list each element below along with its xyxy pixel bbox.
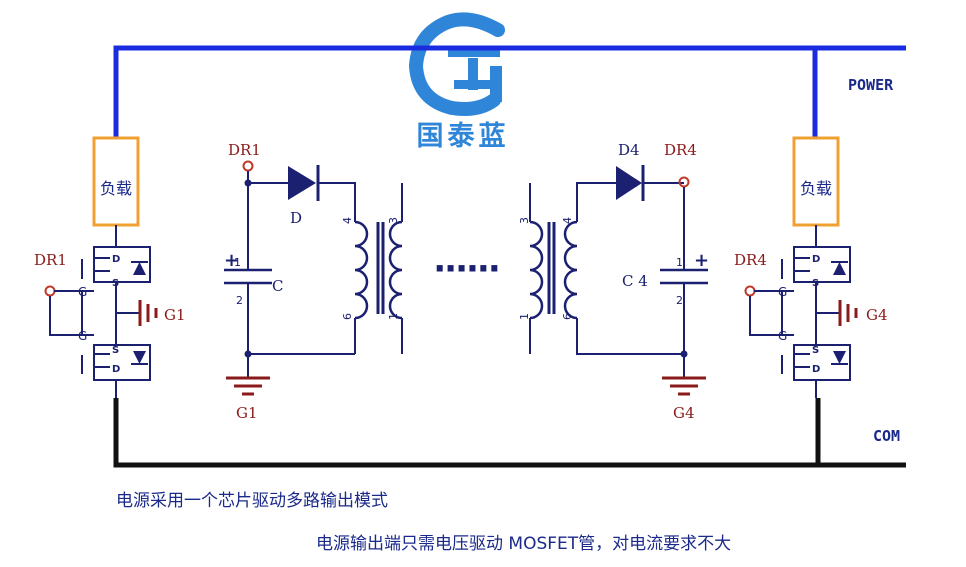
caption-line-2: 电源输出端只需电压驱动 MOSFET管，对电流要求不大 [316,534,732,554]
left-mosfet-input-terminal [44,285,56,297]
left-cap-pin-bottom: 2 [236,294,243,307]
right-driver-input-label: DR4 [664,141,697,159]
right-capacitor-label: C 4 [622,272,648,290]
right-cap-pin-bottom: 2 [676,294,683,307]
right-ground-icon [662,376,706,396]
left-cap-plus: + [224,250,239,271]
caption-line-1: 电源采用一个芯片驱动多路输出模式 [116,491,388,511]
power-label: POWER [848,76,894,94]
right-drain-label-upper: D [812,254,820,265]
left-drain-label-lower: D [112,364,120,375]
left-transformer-pin-1: 1 [387,313,400,320]
right-driver: 3 1 4 6 D4 DR4 1 + C 4 2 G4 [518,141,709,422]
left-body-diode-upper [133,262,146,275]
right-mosfet-input-terminal [744,285,756,297]
left-transformer-pin-6: 6 [341,313,354,320]
right-transformer-pin-4: 4 [561,217,574,224]
right-transformer-icon [529,183,578,354]
left-transformer-icon [354,183,403,354]
left-transformer-pin-3: 3 [387,217,400,224]
left-body-diode-lower [133,351,146,364]
right-mosfet-input-label: DR4 [734,251,767,269]
right-gate-label-lower: G [778,329,787,343]
left-source-label-lower: S [112,345,119,356]
right-transformer-pin-3: 3 [518,217,531,224]
right-mosfet-upper [793,246,851,283]
com-rail [113,398,906,468]
right-ground-node-icon [838,300,858,326]
left-ground-icon [226,376,270,396]
com-label: COM [873,427,900,445]
left-load-label: 负载 [100,179,132,198]
left-mosfet-upper [93,246,151,283]
channel-ellipsis: ······ [433,249,499,289]
right-load-switch: 负载 D S S D G4 DR4 G G [734,136,888,398]
right-mosfet-lower [793,344,851,381]
left-ground-node-icon [138,300,158,326]
left-diode-icon [288,166,316,200]
logo-emblem-icon [408,12,505,116]
logo-text: 国泰蓝 [417,121,510,152]
right-ground-node-label: G4 [866,306,888,324]
right-transformer-pin-1: 1 [518,313,531,320]
right-transformer-pin-6: 6 [561,313,574,320]
right-diode-label: D4 [618,141,640,159]
left-gate-label-upper: G [78,285,87,299]
left-cap-pin-top: 1 [234,256,241,269]
right-load-label: 负载 [800,179,832,198]
right-gate-label-upper: G [778,285,787,299]
right-body-diode-lower [833,351,846,364]
left-transformer-pin-4: 4 [341,217,354,224]
right-source-label-lower: S [812,345,819,356]
right-ground-label: G4 [673,404,695,422]
left-mosfet-lower [93,344,151,381]
left-diode-label: D [290,209,302,227]
logo: 国泰蓝 [408,12,510,152]
power-rail [113,45,906,138]
right-driver-input-terminal [678,176,690,188]
left-driver-input-label: DR1 [228,141,261,159]
left-ground-node-label: G1 [164,306,186,324]
left-ground-label: G1 [236,404,258,422]
right-diode-icon [616,166,642,200]
left-mosfet-input-label: DR1 [34,251,67,269]
left-driver: DR1 D + 1 C 2 G1 4 [224,141,403,422]
right-cap-plus: + [694,250,709,271]
right-drain-label-lower: D [812,364,820,375]
right-cap-pin-top: 1 [676,256,683,269]
left-gate-label-lower: G [78,329,87,343]
right-body-diode-upper [833,262,846,275]
left-load-switch: 负载 D S S D G1 DR1 G G [34,136,186,398]
left-drain-label-upper: D [112,254,120,265]
left-driver-input-terminal [242,160,254,172]
left-capacitor-label: C [272,277,283,295]
